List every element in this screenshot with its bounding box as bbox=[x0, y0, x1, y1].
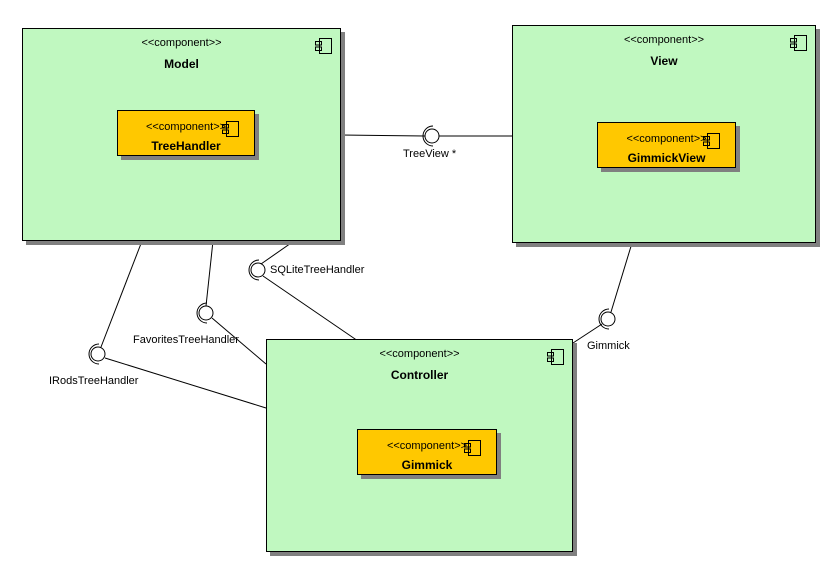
connector-model-to-sqlite bbox=[260, 240, 295, 265]
connector-gimmick-to-controller bbox=[572, 323, 603, 344]
interface-socket bbox=[422, 125, 434, 147]
component-name: TreeHandler bbox=[151, 139, 221, 153]
component-stereotype: <<component>> bbox=[379, 348, 460, 360]
interface-ball bbox=[600, 311, 616, 327]
component-name: Controller bbox=[390, 368, 449, 382]
interface-symbol-treeview[interactable] bbox=[422, 125, 440, 147]
interface-socket bbox=[598, 308, 610, 330]
interface-symbol-favoritestreehandler[interactable] bbox=[196, 302, 214, 324]
component-icon bbox=[464, 440, 481, 456]
interface-symbol-irodstreehandler[interactable] bbox=[88, 343, 106, 365]
connector-irods-to-controller bbox=[104, 357, 267, 409]
component-name: View bbox=[650, 54, 678, 68]
component-gimmick[interactable]: <<component>>Gimmick bbox=[357, 429, 497, 475]
component-icon bbox=[222, 121, 239, 137]
component-icon bbox=[315, 38, 332, 54]
component-icon bbox=[547, 349, 564, 365]
component-name: Gimmick bbox=[401, 458, 453, 472]
component-name: Model bbox=[164, 57, 199, 71]
component-stereotype: <<component>> bbox=[623, 34, 705, 46]
component-stereotype: <<component>> bbox=[141, 37, 222, 49]
interface-ball bbox=[90, 346, 106, 362]
interface-socket bbox=[248, 259, 260, 281]
interface-ball bbox=[198, 305, 214, 321]
connector-sqlite-to-controller bbox=[262, 275, 359, 342]
interface-socket bbox=[196, 302, 208, 324]
connector-model-to-irods bbox=[100, 240, 143, 348]
connector-model-to-favorites bbox=[205, 240, 214, 307]
component-gimmickview[interactable]: <<component>>GimmickView bbox=[597, 122, 736, 168]
component-name: GimmickView bbox=[627, 151, 706, 165]
interface-ball bbox=[250, 262, 266, 278]
connector-model-to-treeview bbox=[340, 134, 426, 137]
interface-symbol-gimmick-iface[interactable] bbox=[598, 308, 616, 330]
component-treehandler[interactable]: <<component>>TreeHandler bbox=[117, 110, 255, 156]
connector-favorites-to-controller bbox=[211, 317, 267, 365]
component-icon bbox=[703, 133, 720, 149]
interface-ball bbox=[424, 128, 440, 144]
component-icon bbox=[790, 35, 807, 51]
interface-socket bbox=[88, 343, 100, 365]
interface-symbol-sqlitetreehandler[interactable] bbox=[248, 259, 266, 281]
connector-view-to-gimmick bbox=[610, 242, 633, 313]
